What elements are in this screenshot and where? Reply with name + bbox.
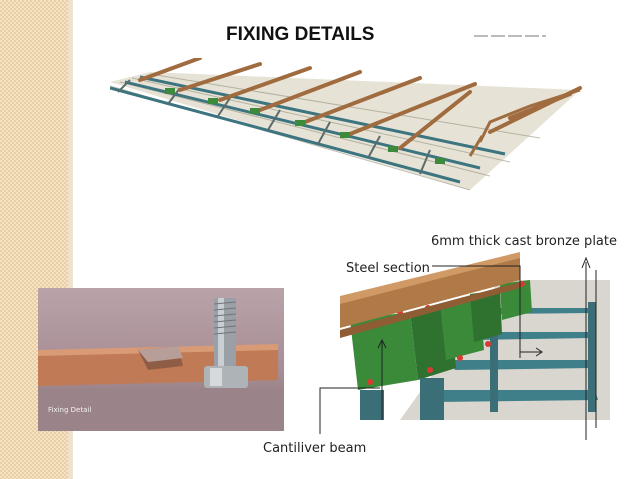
platform-framing-illustration [110, 58, 582, 191]
section-detail-illustration [340, 252, 610, 420]
label-bronze-plate: 6mm thick cast bronze plate [431, 234, 617, 249]
bolt-and-plate-image [38, 298, 284, 431]
photo-caption: Fixing Detail [48, 406, 92, 414]
faint-header-text [474, 35, 546, 37]
label-steel-section: Steel section [346, 261, 430, 276]
decorative-side-strip [0, 0, 68, 479]
side-strip-edge [68, 0, 73, 479]
label-cantilever-beam: Cantiliver beam [263, 441, 367, 456]
fixing-detail-photo: Fixing Detail [38, 288, 284, 431]
slide-title: FIXING DETAILS [226, 24, 375, 45]
